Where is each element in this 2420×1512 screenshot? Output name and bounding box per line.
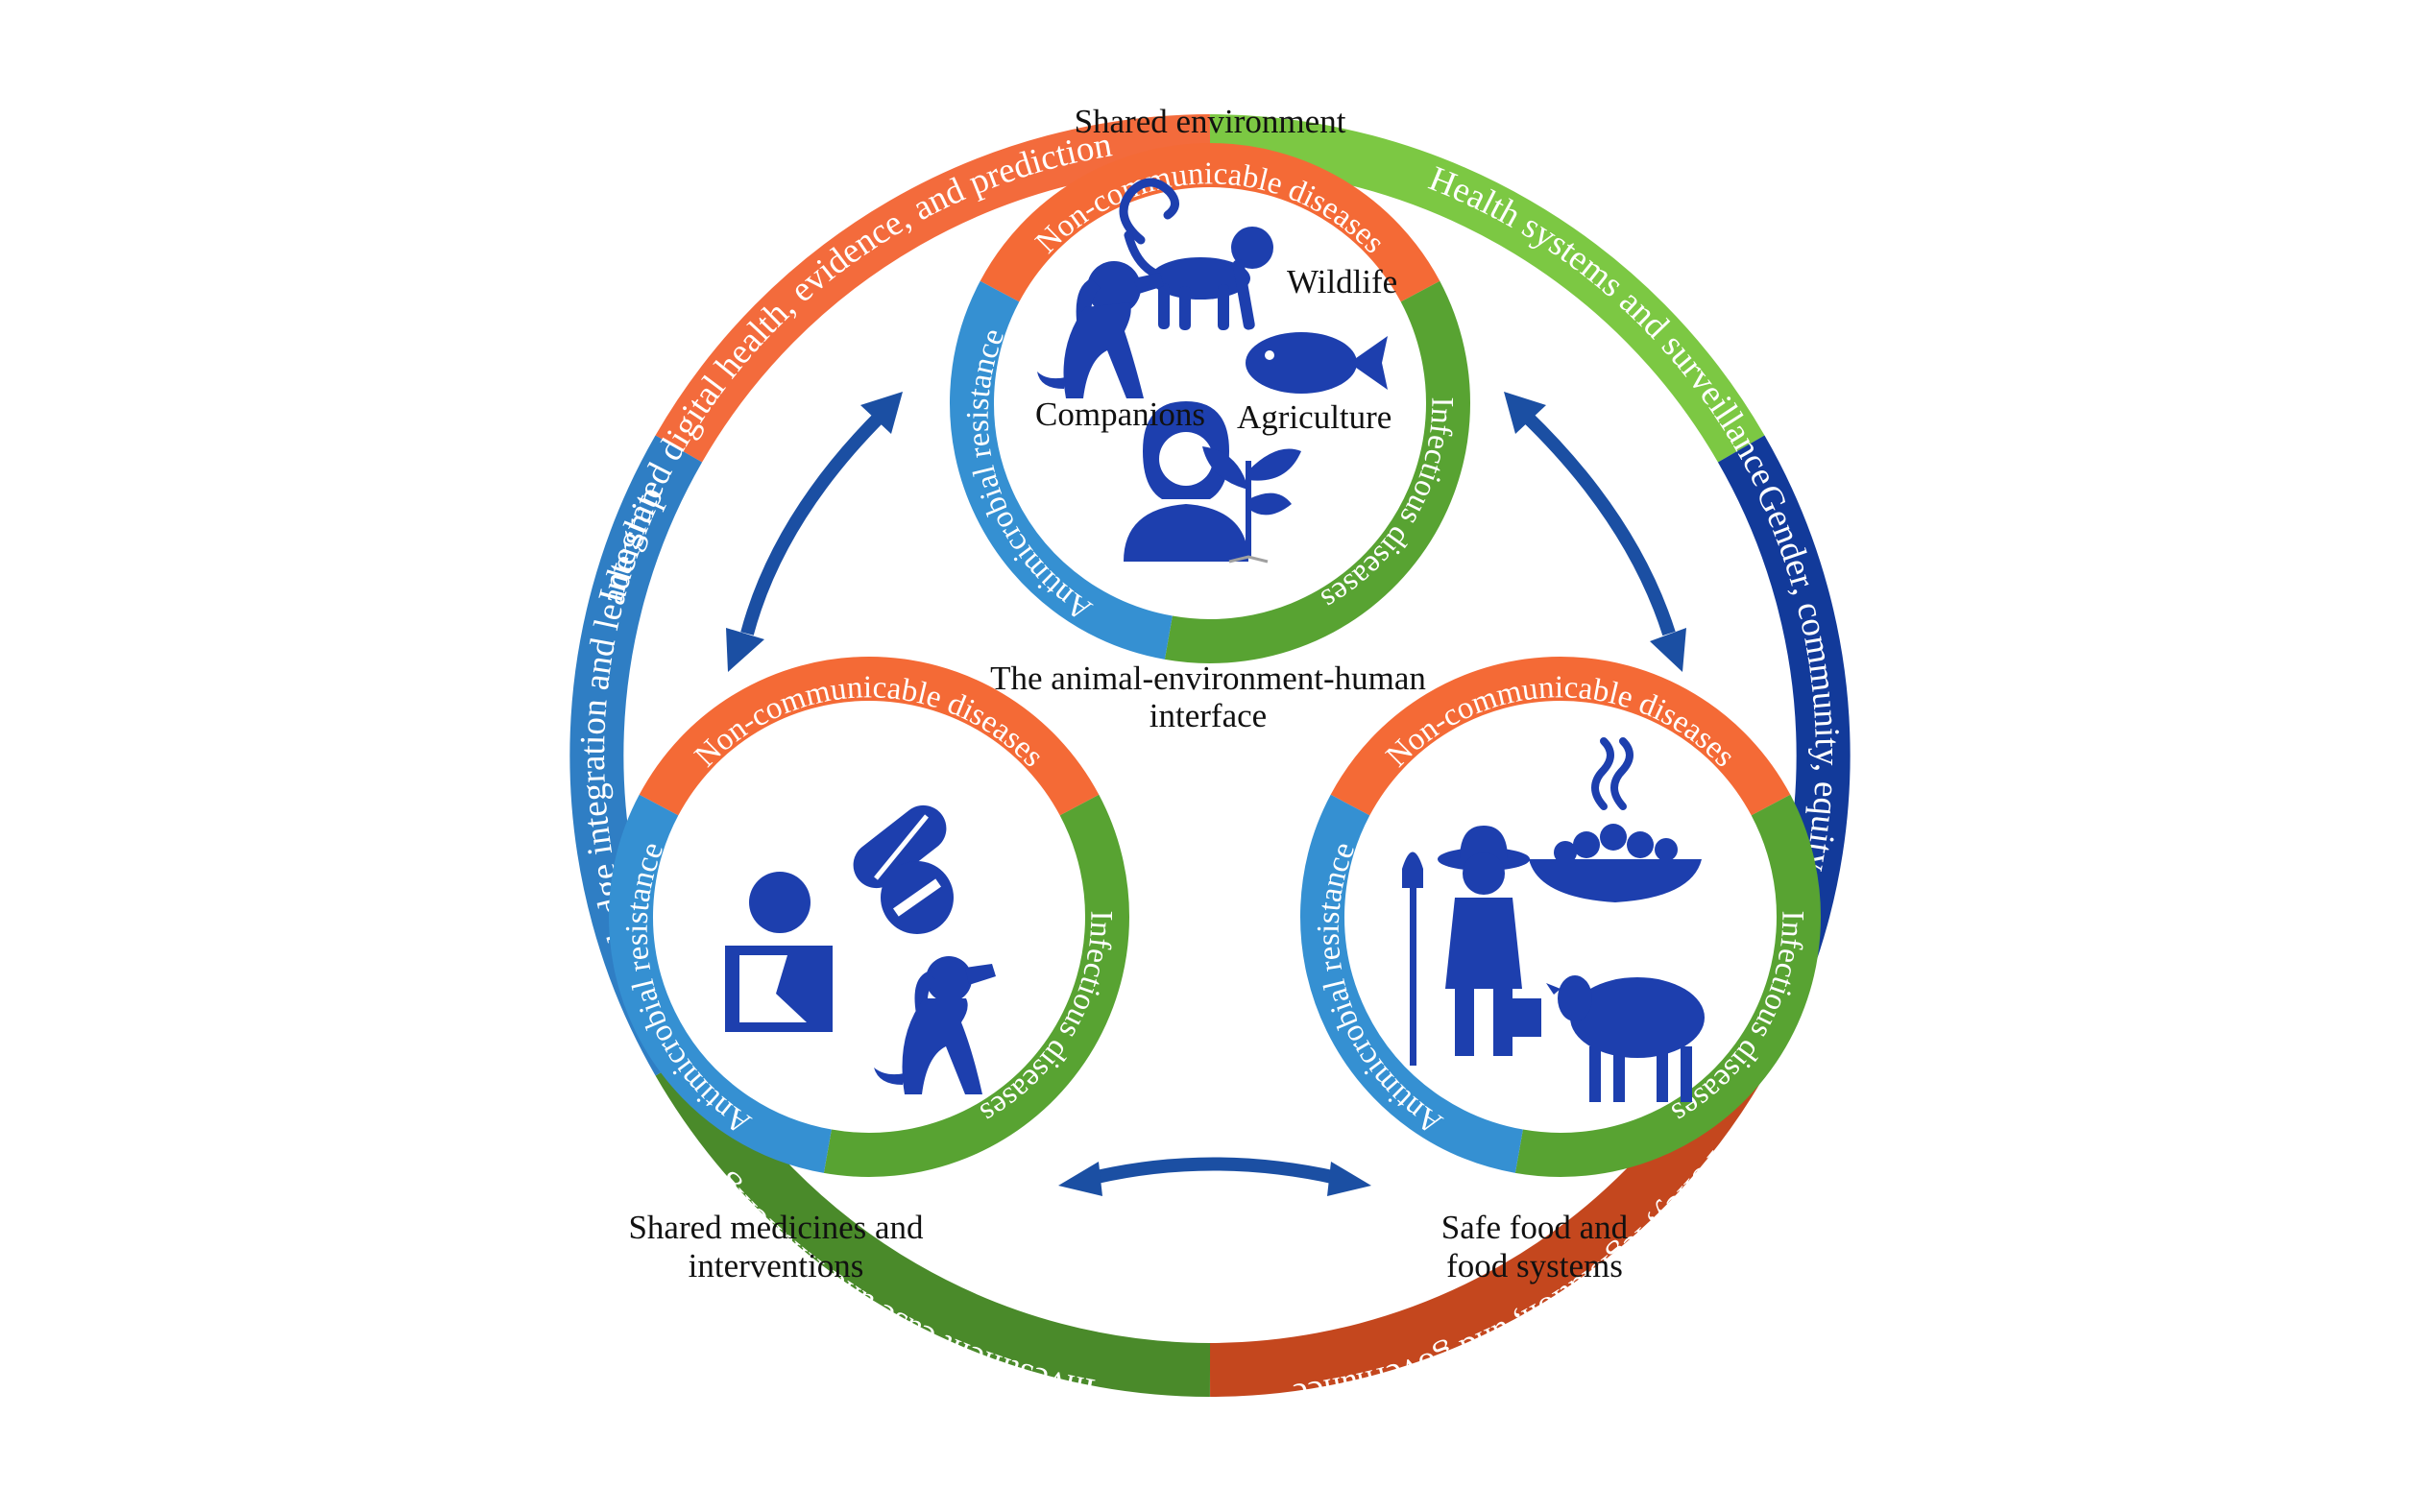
- outer-ring-segment-investment: [655, 1048, 1211, 1397]
- agriculture-label: Agriculture: [1237, 398, 1392, 436]
- arrow-top-left: [740, 410, 886, 636]
- arrow-top-right: [1520, 409, 1676, 636]
- outer-ring-label-health-systems: Health systems and surveillance: [1423, 159, 1783, 492]
- safe-food-caption-line2: food systems: [1446, 1247, 1623, 1284]
- interface-label-line1: The animal-environment-human: [990, 660, 1426, 697]
- left-circle-icons: [725, 804, 996, 1094]
- monkey-icon: [1119, 178, 1273, 330]
- arrowhead-top-right-a: [1504, 392, 1546, 434]
- food-bowl-icon: [1529, 737, 1702, 902]
- interface-label-line2: interface: [1150, 697, 1267, 734]
- safe-food-caption-line1: Safe food and: [1441, 1209, 1629, 1246]
- right-ring-amr: [1300, 794, 1524, 1173]
- right-circle-icons: [1402, 737, 1705, 1102]
- sheep-icon: [1546, 975, 1705, 1102]
- arrow-bottom: [1091, 1157, 1339, 1185]
- top-circle-icons: [1037, 178, 1388, 564]
- dog-icon: [874, 956, 996, 1094]
- arrowhead-top-left-b: [726, 628, 764, 672]
- top-ring-infectious: [1164, 280, 1470, 663]
- top-ring-ncd: [980, 143, 1440, 302]
- shared-medicines-caption-line1: Shared medicines and: [628, 1209, 924, 1246]
- fish-icon: [1246, 332, 1388, 394]
- arrowheads: [726, 392, 1686, 1196]
- left-ring-ncd: [639, 657, 1100, 816]
- dog-icon: [1037, 261, 1164, 398]
- plant-icon: [1202, 446, 1301, 564]
- farmer-icon: [1402, 826, 1541, 1066]
- injured-person-icon: [725, 872, 833, 1032]
- outer-ring-segment-health-systems: [1209, 114, 1765, 463]
- top-ring-amr: [950, 280, 1174, 660]
- wildlife-label: Wildlife: [1287, 263, 1397, 300]
- right-ring-ncd: [1330, 657, 1791, 816]
- outer-ring-segment-digital-health: [655, 114, 1211, 463]
- arrowhead-bottom-left: [1058, 1162, 1102, 1196]
- person-icon: [1124, 401, 1248, 562]
- shared-environment-title: Shared environment: [1075, 103, 1346, 140]
- pill-icon: [853, 804, 954, 934]
- companions-label: Companions: [1035, 396, 1205, 433]
- connecting-arrows: [740, 409, 1676, 1185]
- arrowhead-top-left-a: [860, 392, 903, 434]
- arrowhead-bottom-right: [1327, 1162, 1371, 1196]
- shared-medicines-caption-line2: interventions: [689, 1247, 864, 1284]
- left-ring-infectious: [823, 794, 1129, 1177]
- right-ring-infectious: [1514, 794, 1821, 1177]
- left-ring-amr: [609, 794, 833, 1173]
- arrowhead-top-right-b: [1650, 628, 1686, 672]
